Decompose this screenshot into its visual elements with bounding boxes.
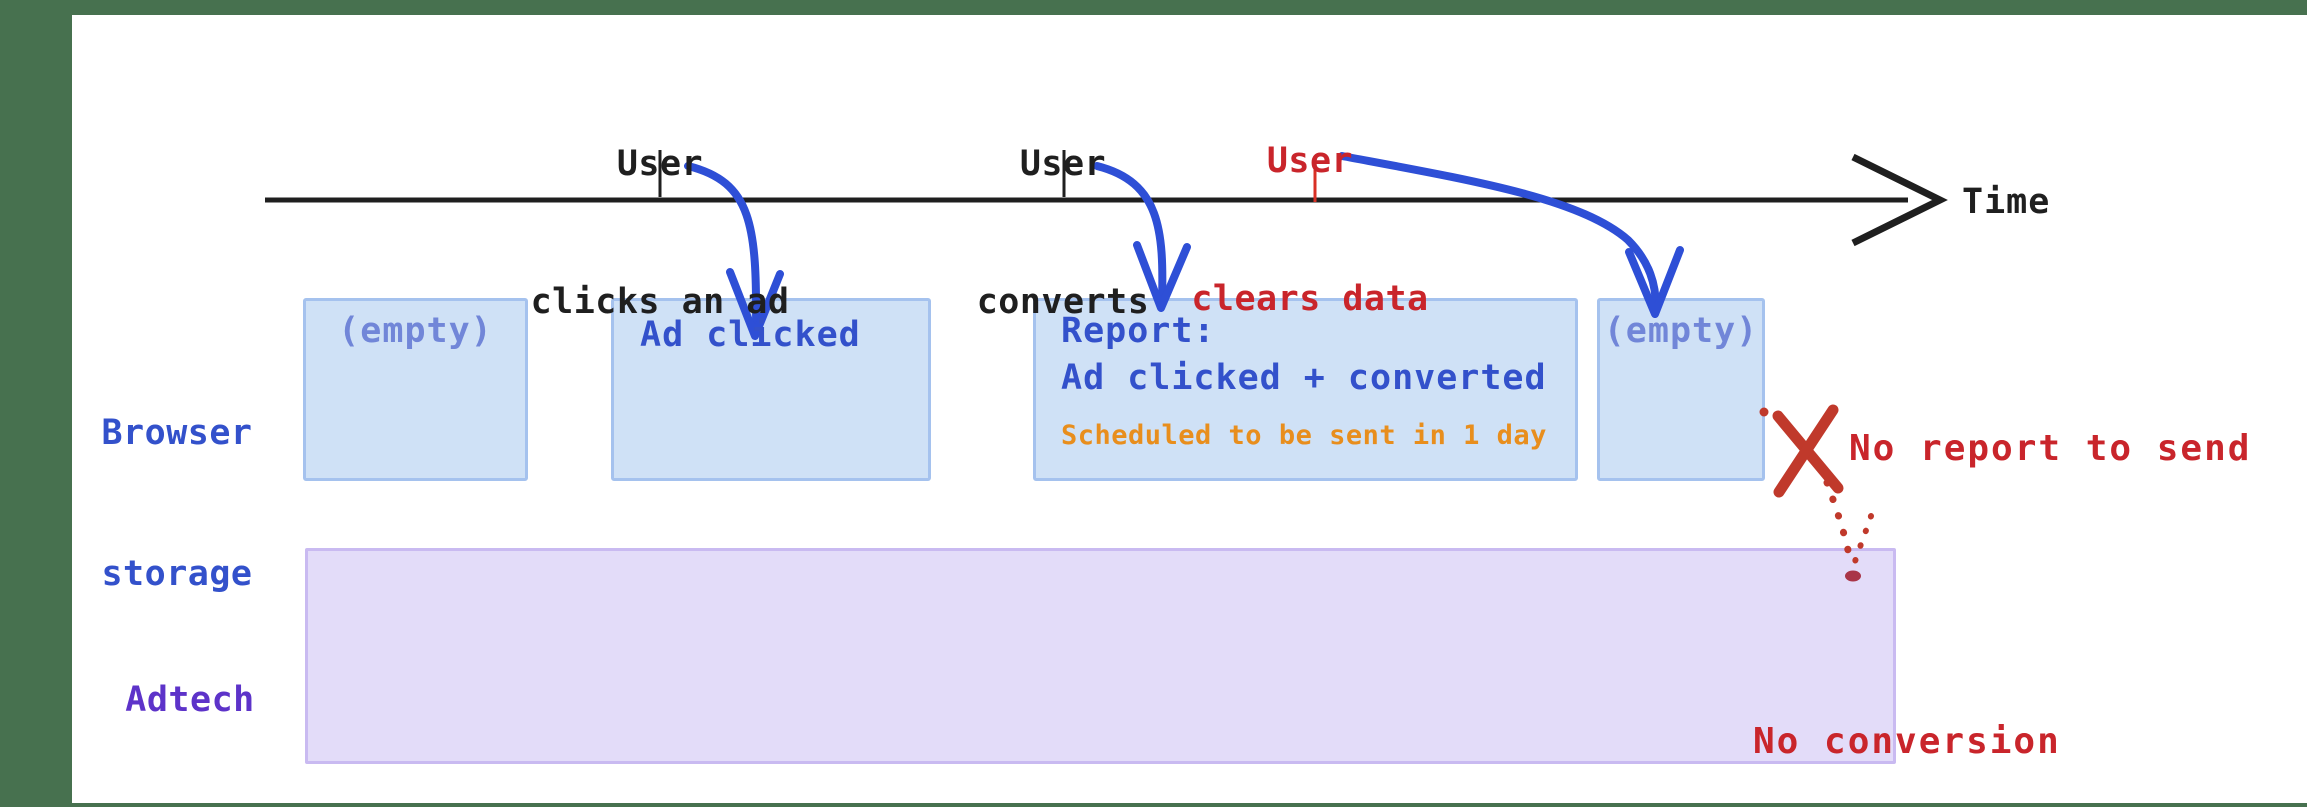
storage-box-empty-before — [303, 298, 528, 481]
row-label-browser-storage-line1: Browser — [101, 413, 253, 453]
adtech-server-box — [305, 548, 1896, 764]
storage-text-report-title: Report: — [1061, 311, 1216, 351]
storage-text-report-detail: Ad clicked + converted — [1061, 358, 1547, 398]
storage-text-empty-after: (empty) — [1603, 311, 1759, 351]
event-label-user-converts-line1: User — [1019, 144, 1107, 184]
storage-text-ad-clicked: Ad clicked — [640, 315, 861, 355]
row-label-adtech-server: Adtech server — [100, 583, 280, 807]
event-label-user-clicks: User clicks an ad — [525, 49, 795, 417]
annotation-no-conversion-line1: No conversion — [1753, 721, 2061, 762]
row-label-adtech-server-line1: Adtech — [125, 680, 255, 720]
event-label-user-clears-data-line1: User — [1266, 141, 1354, 181]
time-axis-label: Time — [1962, 182, 2051, 222]
annotation-no-report: No report to send — [1849, 428, 2252, 469]
row-label-browser-storage: Browser storage — [88, 316, 266, 692]
storage-box-report — [1033, 298, 1578, 481]
row-label-browser-storage-line2: storage — [101, 554, 253, 594]
annotation-no-conversion: No conversion reported to adtech — [1753, 602, 2179, 807]
storage-text-report-note: Scheduled to be sent in 1 day — [1061, 420, 1547, 451]
event-label-user-clicks-line1: User — [616, 144, 704, 184]
storage-box-empty-after — [1597, 298, 1765, 481]
storage-text-empty-before: (empty) — [338, 311, 493, 351]
